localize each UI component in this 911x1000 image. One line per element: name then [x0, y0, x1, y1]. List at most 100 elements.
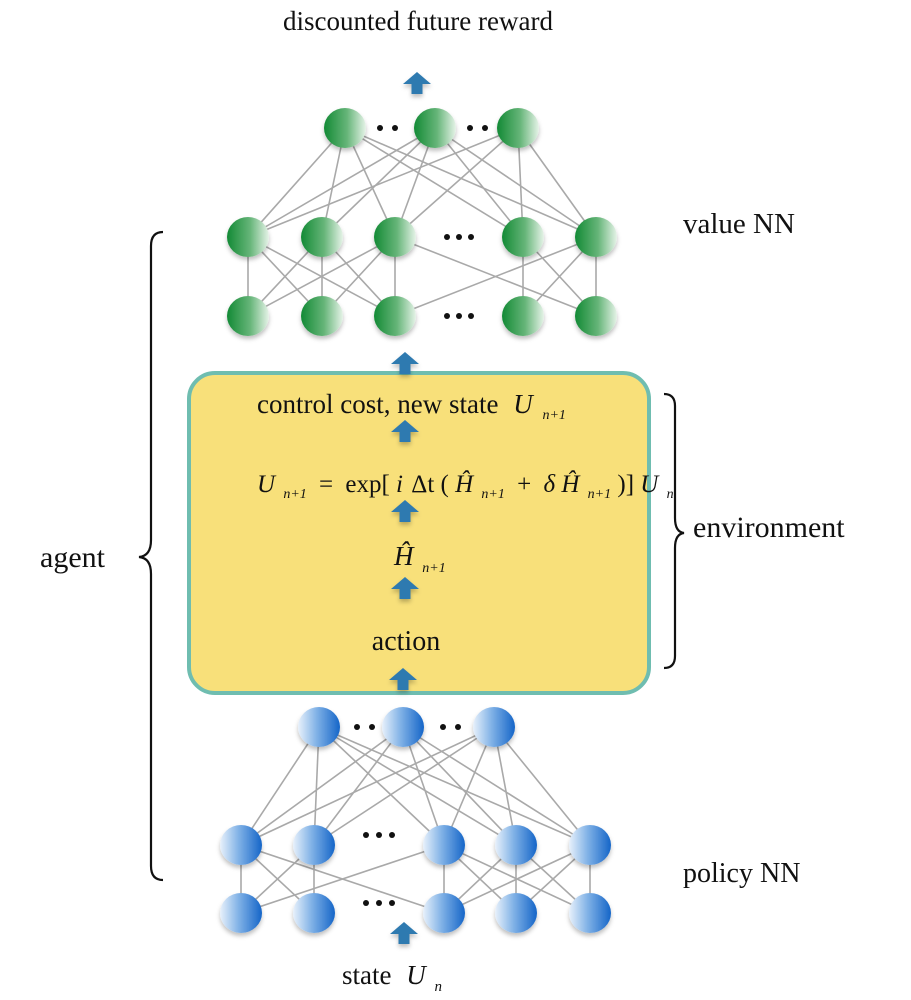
- value-nn-input-node: [502, 296, 544, 336]
- reward-arrow-icon: [403, 72, 431, 94]
- value-nn-hidden-node: [301, 217, 343, 257]
- policy-nn-edge: [318, 726, 445, 846]
- cost-arrow-icon: [391, 420, 419, 442]
- policy-nn-edge: [240, 726, 404, 846]
- value-nn-edge: [247, 127, 346, 238]
- policy-nn-edge: [443, 726, 495, 846]
- ellipsis-dot: [369, 724, 375, 730]
- to-value-nn-arrow-icon: [391, 352, 419, 374]
- value-nn-output-node: [414, 108, 456, 148]
- state-label: state U n: [342, 960, 442, 995]
- value-nn-hidden-node: [502, 217, 544, 257]
- policy-nn-output-node: [298, 707, 340, 747]
- ellipsis-dot: [444, 234, 450, 240]
- policy-nn-hidden-node: [569, 825, 611, 865]
- value-nn-hidden-node: [575, 217, 617, 257]
- policy-nn-output-node: [382, 707, 424, 747]
- policy-nn-edge: [313, 726, 404, 846]
- ellipsis-dot: [468, 313, 474, 319]
- control-cost-text: control cost, new state: [257, 389, 498, 419]
- policy-nn-input-node: [569, 893, 611, 933]
- environment-brace: [663, 392, 685, 670]
- value-nn-output-node: [497, 108, 539, 148]
- ellipsis-dots: [363, 832, 395, 838]
- ellipsis-dot: [467, 125, 473, 131]
- policy-nn-edge: [402, 726, 445, 846]
- ellipsis-dot: [363, 900, 369, 906]
- ellipsis-dots: [467, 125, 488, 131]
- value-nn-edge: [344, 127, 524, 238]
- ellipsis-dot: [376, 900, 382, 906]
- agent-label: agent: [40, 541, 106, 574]
- value-nn-edges: [247, 127, 597, 317]
- policy-nn-input-node: [220, 893, 262, 933]
- ellipsis-dots: [377, 125, 398, 131]
- value-nn-edge: [434, 127, 597, 238]
- value-nn-input-node: [301, 296, 343, 336]
- policy-nn-edge: [240, 726, 320, 846]
- ellipsis-group: [354, 125, 488, 906]
- ellipsis-dot: [377, 125, 383, 131]
- value-nn-input-node: [575, 296, 617, 336]
- policy-nn-edge: [313, 726, 495, 846]
- ellipsis-dots: [440, 724, 461, 730]
- control-cost-line: control cost, new state U n+1: [257, 389, 566, 423]
- value-nn-input-node: [227, 296, 269, 336]
- flow-arrows: [389, 72, 431, 944]
- value-nn-edge: [394, 127, 519, 238]
- action-label: action: [372, 626, 440, 657]
- ellipsis-dots: [363, 900, 395, 906]
- policy-nn-nodes: [220, 707, 611, 933]
- ellipsis-dot: [482, 125, 488, 131]
- agent-brace: [138, 230, 164, 882]
- value-nn-label: value NN: [683, 208, 795, 240]
- ellipsis-dot: [444, 313, 450, 319]
- new-state-var: U: [513, 389, 534, 419]
- ellipsis-dot: [455, 724, 461, 730]
- ellipsis-dot: [456, 313, 462, 319]
- policy-nn-edge: [318, 726, 517, 846]
- policy-nn-edges: [240, 726, 591, 914]
- policy-nn-hidden-node: [495, 825, 537, 865]
- value-nn-edge: [517, 127, 597, 238]
- value-nn-edge: [247, 127, 519, 238]
- value-nn-hidden-node: [227, 217, 269, 257]
- value-nn-edge: [394, 236, 597, 317]
- ellipsis-dot: [456, 234, 462, 240]
- value-nn-edge: [247, 127, 436, 238]
- ellipsis-dot: [392, 125, 398, 131]
- value-nn-edge: [344, 127, 597, 238]
- ellipsis-dot: [468, 234, 474, 240]
- ellipsis-dots: [444, 234, 474, 240]
- environment-box: [187, 371, 651, 695]
- ellipsis-dots: [444, 313, 474, 319]
- ellipsis-dot: [363, 832, 369, 838]
- policy-nn-hidden-node: [293, 825, 335, 865]
- policy-nn-edge: [402, 726, 591, 846]
- policy-nn-hidden-node: [423, 825, 465, 865]
- policy-nn-label: policy NN: [683, 858, 800, 889]
- value-nn-input-node: [374, 296, 416, 336]
- ellipsis-dots: [354, 724, 375, 730]
- state-arrow-icon: [390, 922, 418, 944]
- value-nn-edge: [321, 127, 436, 238]
- hamiltonian-label: Ĥ n+1: [393, 541, 446, 576]
- value-nn-output-node: [324, 108, 366, 148]
- new-state-sub: n+1: [542, 408, 565, 423]
- value-nn-edge: [247, 236, 396, 317]
- policy-nn-edge: [493, 726, 591, 846]
- ellipsis-dot: [389, 832, 395, 838]
- ellipsis-dot: [354, 724, 360, 730]
- policy-nn-edge: [402, 726, 517, 846]
- ellipsis-dot: [440, 724, 446, 730]
- value-nn-nodes: [227, 108, 617, 336]
- value-nn-edge: [434, 127, 524, 238]
- action-arrow-icon: [389, 668, 417, 690]
- equation-arrow-icon: [391, 500, 419, 522]
- policy-nn-edge: [443, 844, 591, 914]
- policy-nn-edge: [240, 726, 495, 846]
- policy-nn-input-node: [423, 893, 465, 933]
- policy-nn-output-node: [473, 707, 515, 747]
- policy-nn-input-node: [495, 893, 537, 933]
